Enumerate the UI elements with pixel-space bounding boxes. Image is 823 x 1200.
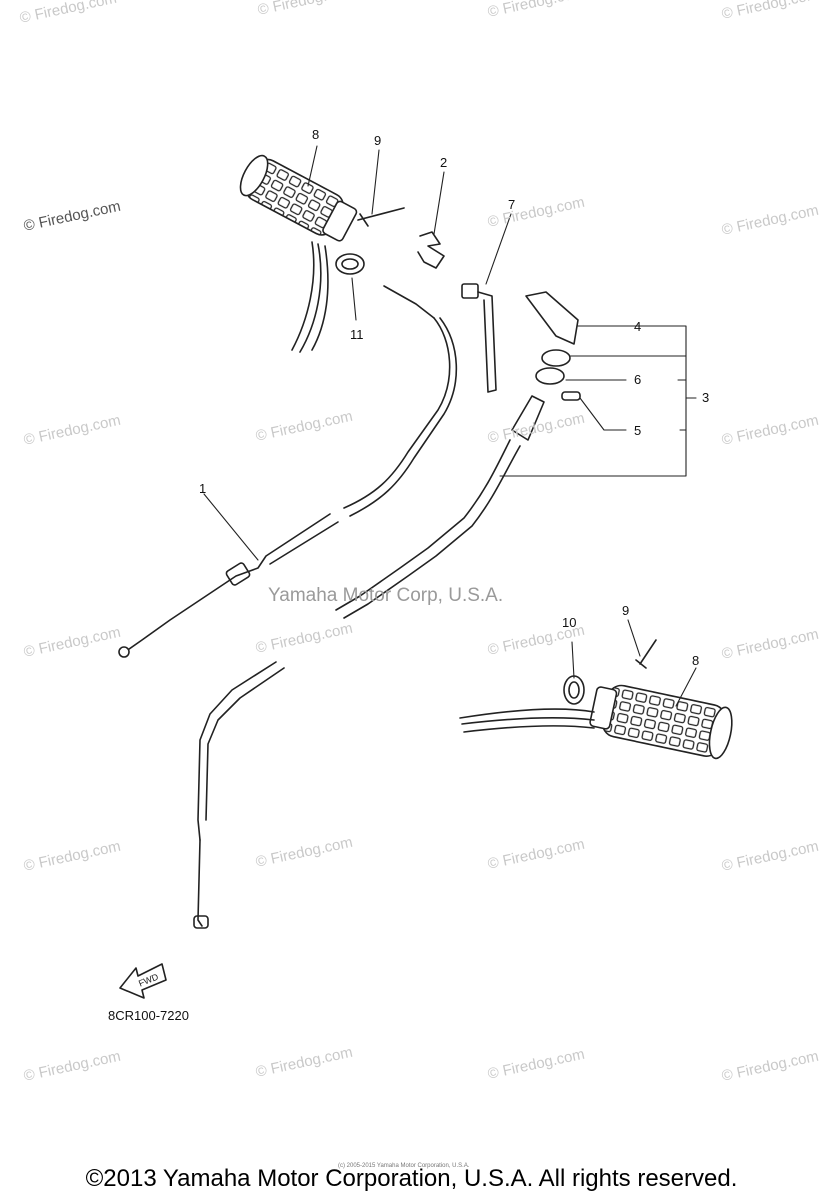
clip bbox=[417, 231, 445, 269]
callout-10: 10 bbox=[562, 615, 577, 630]
cable-fitting bbox=[511, 395, 545, 441]
cable-3 bbox=[193, 439, 521, 929]
left-grip bbox=[239, 154, 358, 242]
bracket-4 bbox=[525, 291, 579, 345]
callout-5: 5 bbox=[634, 423, 642, 438]
footer-copyright: ©2013 Yamaha Motor Corporation, U.S.A. A… bbox=[85, 1165, 738, 1192]
callout-11: 11 bbox=[350, 327, 364, 342]
tiny-copyright: (c) 2005-2015 Yamaha Motor Corporation, … bbox=[338, 1163, 470, 1169]
grip-wires bbox=[291, 241, 329, 353]
callout-7: 7 bbox=[508, 197, 516, 212]
callout-9-upper: 9 bbox=[374, 133, 382, 148]
small-pin-5 bbox=[561, 391, 581, 401]
callout-8-upper: 8 bbox=[312, 127, 320, 142]
nut-b bbox=[535, 367, 565, 385]
nut-a bbox=[541, 349, 571, 367]
pin-upper bbox=[357, 207, 405, 227]
rod-7 bbox=[461, 283, 497, 393]
fwd-arrow bbox=[119, 963, 167, 999]
collar-lower bbox=[563, 675, 585, 705]
callout-3: 3 bbox=[702, 390, 710, 405]
leader-lines bbox=[203, 145, 697, 707]
callout-8-lower: 8 bbox=[692, 653, 700, 668]
cable-1 bbox=[118, 285, 458, 658]
callout-4: 4 bbox=[634, 319, 642, 334]
pin-lower bbox=[635, 639, 657, 669]
collar-upper bbox=[335, 253, 365, 275]
callout-9-lower: 9 bbox=[622, 603, 630, 618]
right-grip bbox=[589, 684, 733, 760]
callout-6: 6 bbox=[634, 372, 642, 387]
right-grip-wires bbox=[459, 708, 595, 733]
callout-1: 1 bbox=[199, 481, 207, 496]
center-watermark: Yamaha Motor Corp, U.S.A. bbox=[268, 585, 504, 606]
callout-2: 2 bbox=[440, 155, 448, 170]
diagram-code: 8CR100-7220 bbox=[108, 1008, 189, 1023]
